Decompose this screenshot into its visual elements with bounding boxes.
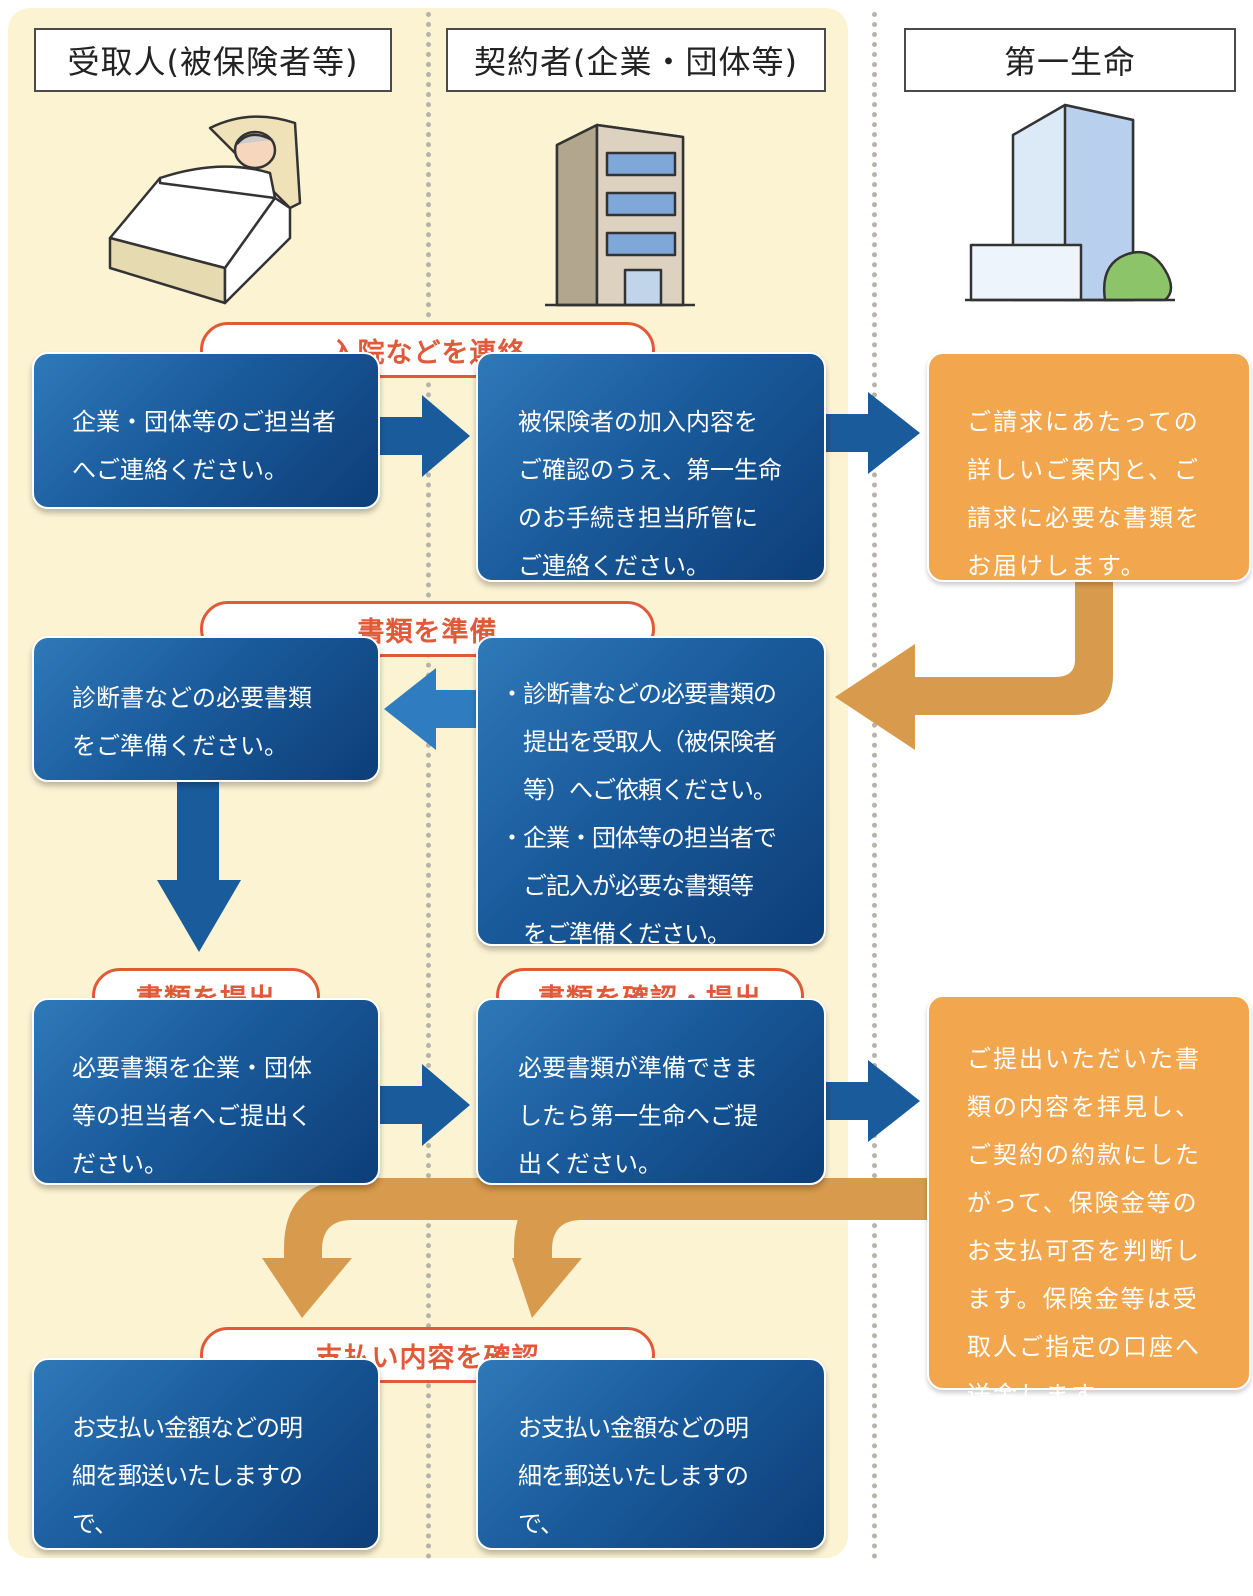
box-recipient-contact: 企業・団体等のご担当者 へご連絡ください。	[32, 352, 380, 509]
box-contractor-contact: 被保険者の加入内容を ご確認のうえ、第一生命 のお手続き担当所管に ご連絡くださ…	[476, 352, 826, 582]
bed-patient-icon	[108, 115, 302, 305]
box-recipient-prepare: 診断書などの必要書類 をご準備ください。	[32, 636, 380, 782]
arrow-right-2	[822, 392, 920, 474]
arrow-right-3	[378, 1064, 470, 1146]
office-building-icon	[545, 123, 695, 307]
box-insurer-guide: ご請求にあたっての 詳しいご案内と、ご 請求に必要な書類を お届けします。	[927, 352, 1251, 582]
arrow-right-1	[378, 395, 470, 477]
arrow-payment-orange	[262, 1178, 927, 1318]
arrow-left-prepare	[384, 668, 480, 750]
column-divider-2	[872, 12, 877, 1560]
column-divider-1	[426, 12, 431, 1560]
box-recipient-check: お支払い金額などの明 細を郵送いたしますので、 内容をご確認ください。	[32, 1358, 380, 1586]
arrow-down-recipient	[157, 780, 241, 952]
box-contractor-check: お支払い金額などの明 細を郵送いたしますので、 内容をご確認ください。	[476, 1358, 826, 1586]
header-insurer: 第一生命	[904, 28, 1236, 92]
arrow-right-4	[822, 1060, 920, 1142]
insurer-tower-icon	[965, 103, 1175, 302]
header-contractor: 契約者(企業・団体等)	[446, 28, 826, 92]
header-recipient: 受取人(被保険者等)	[34, 28, 392, 92]
box-contractor-submit: 必要書類が準備できま したら第一生命へご提 出ください。	[476, 998, 826, 1185]
box-insurer-review: ご提出いただいた書 類の内容を拝見し、 ご契約の約款にした がって、保険金等の …	[927, 995, 1251, 1409]
arrow-return-orange	[835, 580, 1113, 750]
box-contractor-prepare: ・診断書などの必要書類の 提出を受取人（被保険者 等）へご依頼ください。 ・企業…	[476, 636, 826, 948]
box-recipient-submit: 必要書類を企業・団体 等の担当者へご提出く ださい。	[32, 998, 380, 1185]
